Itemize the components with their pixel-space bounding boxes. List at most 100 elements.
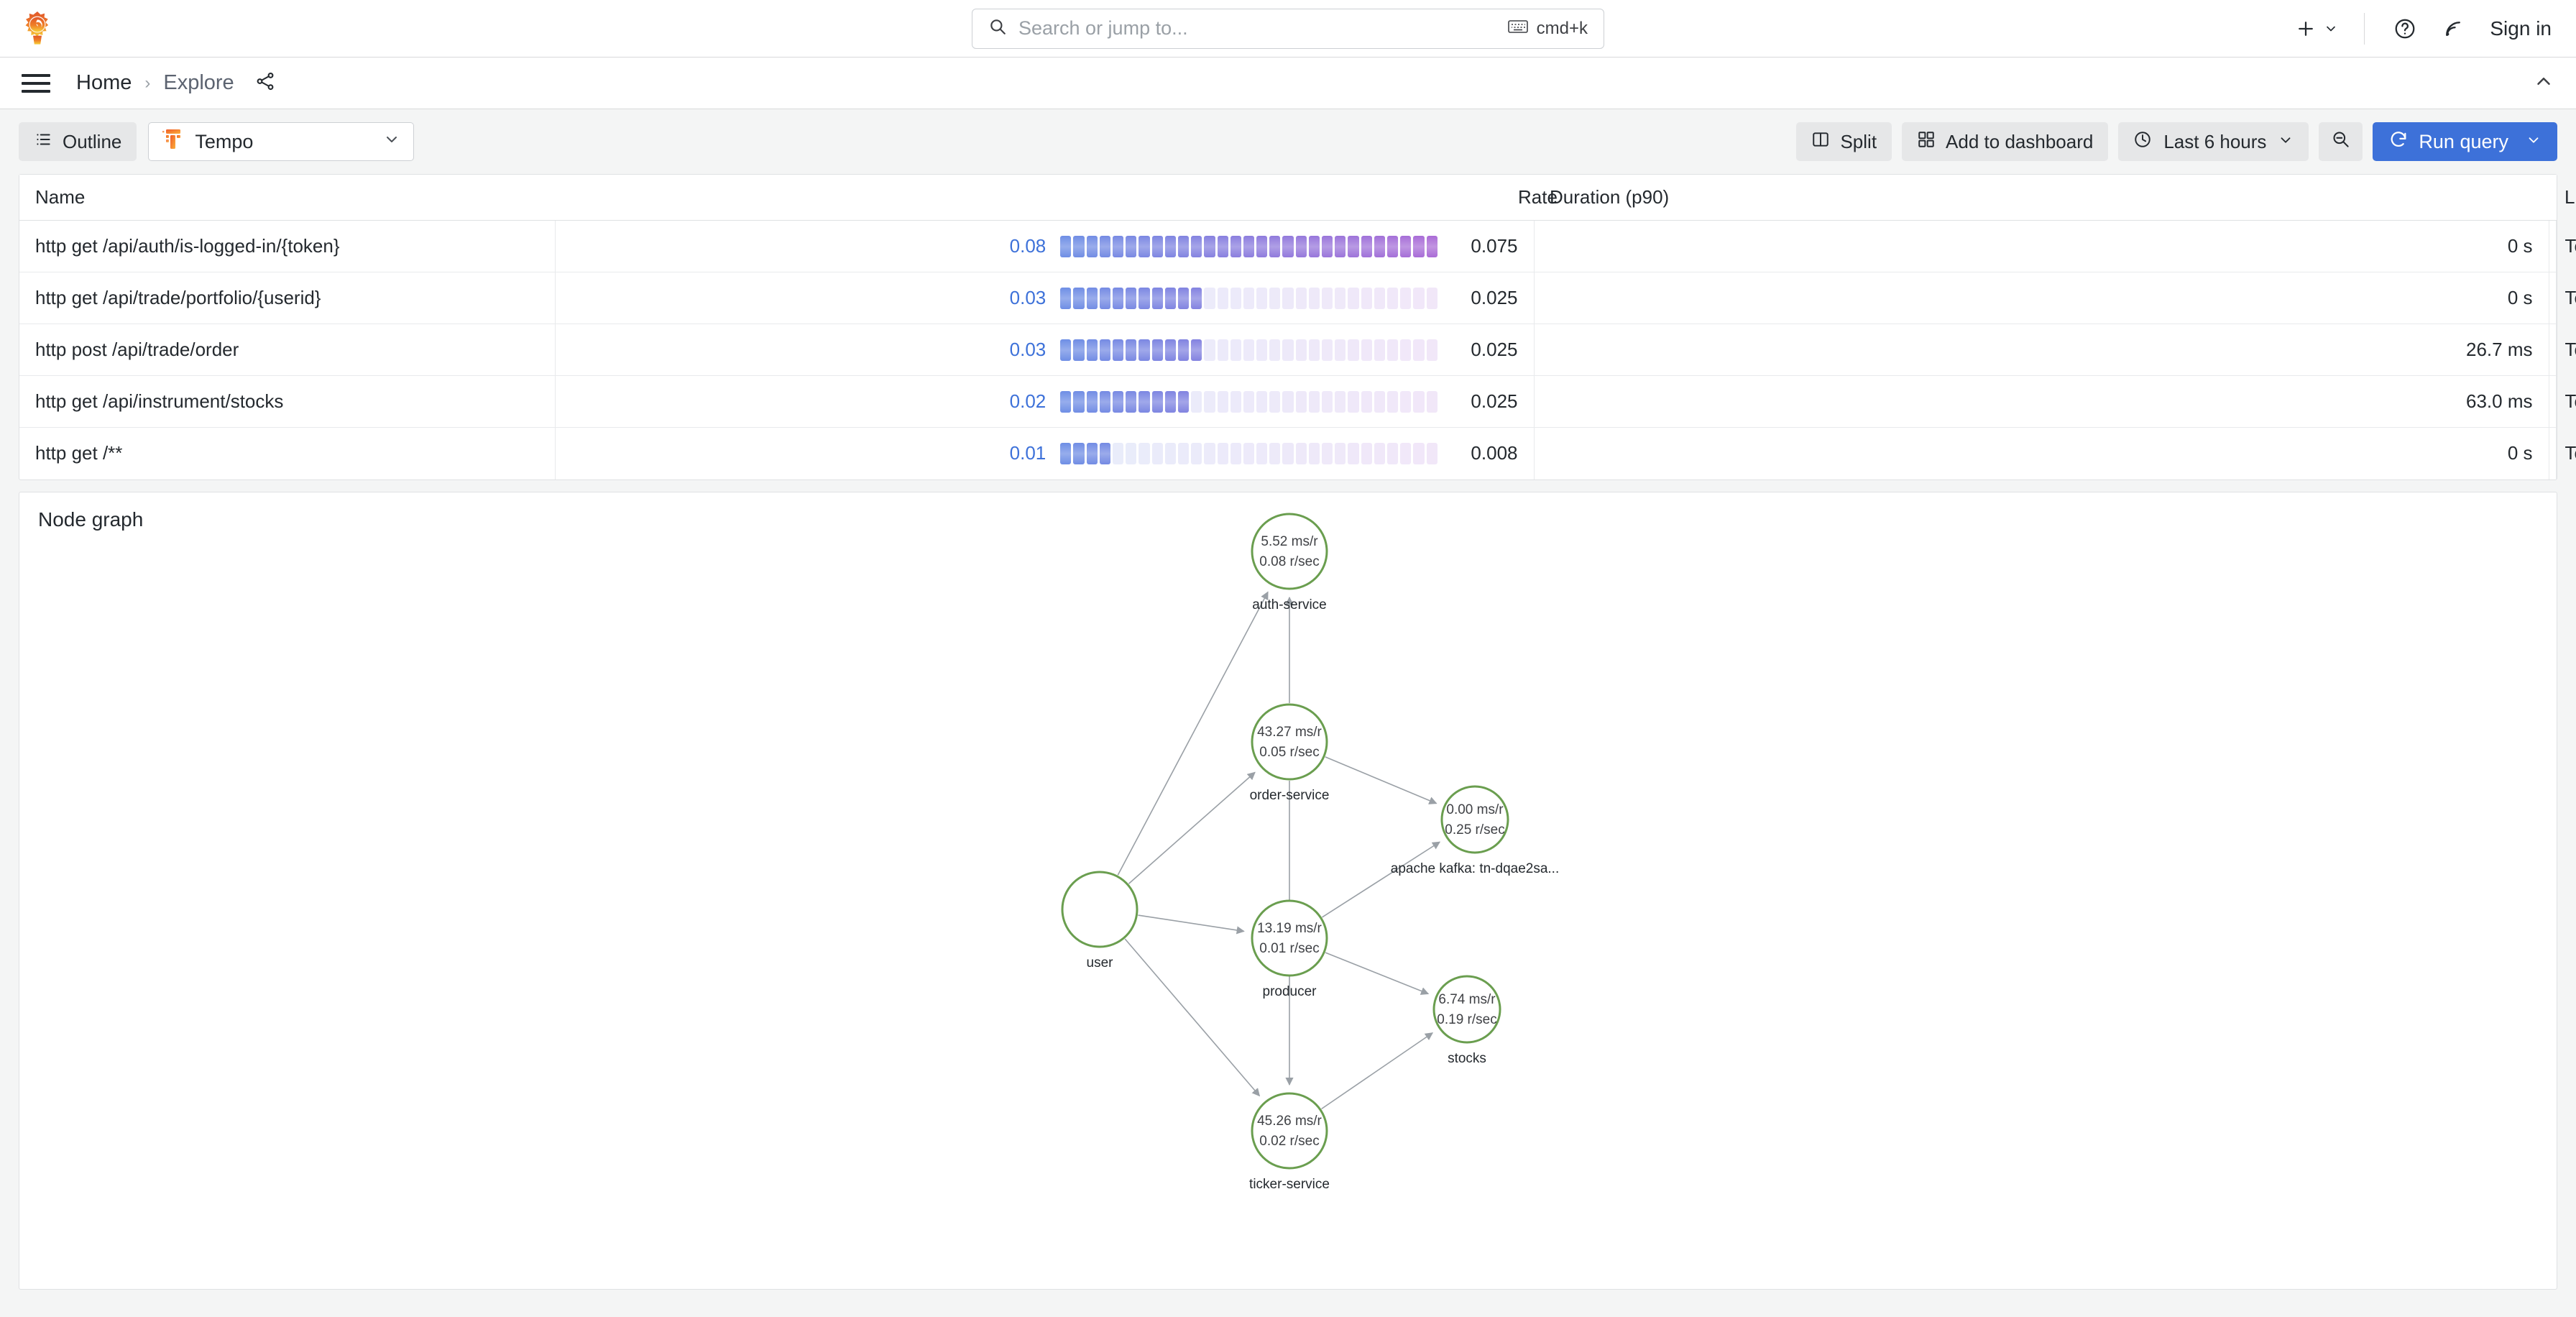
table-cell-link[interactable]: Tempo (2549, 220, 2576, 272)
gauge-segment (1322, 442, 1333, 464)
search-placeholder: Search or jump to... (1018, 17, 1188, 39)
gauge-segment (1230, 390, 1241, 413)
breadcrumb-item-explore[interactable]: Explore (163, 71, 234, 94)
search-input[interactable]: Search or jump to... cmd+k (972, 8, 1604, 49)
list-icon (34, 130, 52, 154)
rate-value: 0.08 (1009, 235, 1046, 257)
add-to-dashboard-button[interactable]: Add to dashboard (1902, 122, 2109, 161)
gauge-segment (1138, 339, 1150, 361)
gauge-segment (1217, 442, 1228, 464)
node-graph-edge (1325, 756, 1438, 804)
node-graph-node[interactable] (1251, 899, 1328, 976)
gauge-segment (1269, 339, 1281, 361)
gauge-segment (1243, 339, 1255, 361)
gauge-segment (1191, 390, 1202, 413)
node-graph-node[interactable] (1251, 513, 1328, 589)
gauge-segment (1400, 442, 1412, 464)
node-graph-node[interactable] (1251, 1092, 1328, 1169)
table-header-links[interactable]: Links (2549, 175, 2576, 221)
gauge-segment (1413, 287, 1425, 309)
gauge-segment (1426, 235, 1438, 257)
outline-button-label: Outline (63, 130, 122, 152)
outline-button[interactable]: Outline (19, 122, 137, 161)
table-cell-link[interactable]: Tempo (2549, 375, 2576, 428)
table-header-duration[interactable]: Duration (p90) (1534, 175, 2549, 221)
rss-icon[interactable] (2429, 18, 2477, 40)
gauge-segment (1413, 339, 1425, 361)
clock-icon (2133, 130, 2152, 154)
table-cell-name: http get /** (19, 427, 556, 479)
node-graph-node[interactable] (1440, 785, 1509, 853)
node-graph-node[interactable] (1251, 703, 1328, 780)
gauge-segment (1113, 287, 1124, 309)
gauge-segment (1073, 442, 1085, 464)
gauge-segment (1335, 235, 1346, 257)
rate-max-value: 0.025 (1471, 390, 1518, 412)
node-graph-node[interactable] (1061, 871, 1138, 947)
split-panes-icon (1811, 130, 1830, 154)
chevron-down-icon (2327, 26, 2336, 31)
gauge-segment (1295, 339, 1307, 361)
rate-gauge (1060, 339, 1438, 361)
table-cell-link[interactable]: Tempo (2549, 323, 2576, 376)
gauge-segment (1073, 339, 1085, 361)
node-graph-node[interactable] (1432, 975, 1501, 1043)
gauge-segment (1086, 339, 1098, 361)
zoom-out-icon (2331, 129, 2350, 154)
sign-in-link[interactable]: Sign in (2490, 17, 2552, 40)
table-cell-link[interactable]: Tempo (2549, 272, 2576, 324)
share-icon[interactable] (254, 70, 276, 96)
zoom-out-button[interactable] (2319, 122, 2363, 161)
gauge-segment (1204, 235, 1215, 257)
chevron-down-icon (2278, 131, 2294, 153)
split-button[interactable]: Split (1796, 122, 1892, 161)
gauge-segment (1243, 235, 1255, 257)
global-search[interactable]: Search or jump to... cmd+k (972, 8, 1604, 49)
gauge-segment (1113, 339, 1124, 361)
gauge-segment (1426, 442, 1438, 464)
split-button-label: Split (1840, 130, 1877, 152)
table-header-rate[interactable]: Rate (555, 175, 1558, 221)
gauge-segment (1073, 235, 1085, 257)
breadcrumb-item-home[interactable]: Home (76, 71, 132, 94)
rate-value: 0.02 (1009, 390, 1046, 412)
node-label: apache kafka: tn-dqae2sa... (1390, 861, 1560, 876)
gauge-segment (1151, 390, 1163, 413)
gauge-segment (1217, 235, 1228, 257)
gauge-segment (1191, 339, 1202, 361)
chevron-up-icon[interactable] (2533, 70, 2554, 96)
node-label: auth-service (1252, 597, 1327, 612)
datasource-picker-label: Tempo (195, 130, 254, 152)
gauge-segment (1191, 442, 1202, 464)
gauge-segment (1230, 287, 1241, 309)
grafana-logo-icon[interactable] (20, 11, 55, 46)
table-cell-link[interactable]: Tempo (2549, 427, 2576, 479)
gauge-segment (1164, 235, 1176, 257)
table-cell-name: http get /api/trade/portfolio/{userid} (19, 272, 556, 324)
table-header-name[interactable]: Name (19, 175, 555, 221)
gauge-segment (1230, 442, 1241, 464)
gauge-segment (1138, 235, 1150, 257)
gauge-segment (1348, 442, 1359, 464)
node-graph-edge (1138, 914, 1245, 934)
help-circle-icon[interactable] (2380, 17, 2429, 40)
gauge-segment (1282, 287, 1294, 309)
gauge-segment (1374, 339, 1385, 361)
table-row[interactable]: http get /api/trade/portfolio/{userid}0.… (19, 272, 2576, 324)
run-query-button[interactable]: Run query (2373, 122, 2557, 161)
rate-max-value: 0.075 (1471, 235, 1518, 257)
breadcrumb-bar: Home › Explore (0, 58, 2576, 109)
table-row[interactable]: http get /api/auth/is-logged-in/{token}0… (19, 220, 2576, 272)
time-range-picker[interactable]: Last 6 hours (2118, 122, 2309, 161)
search-shortcut-label: cmd+k (1536, 18, 1588, 38)
gauge-segment (1204, 442, 1215, 464)
create-new-button[interactable] (2285, 18, 2348, 40)
hamburger-menu-icon[interactable] (22, 73, 50, 93)
node-stat-rate: 0.08 r/sec (1259, 554, 1320, 569)
datasource-picker[interactable]: Tempo (148, 122, 415, 161)
